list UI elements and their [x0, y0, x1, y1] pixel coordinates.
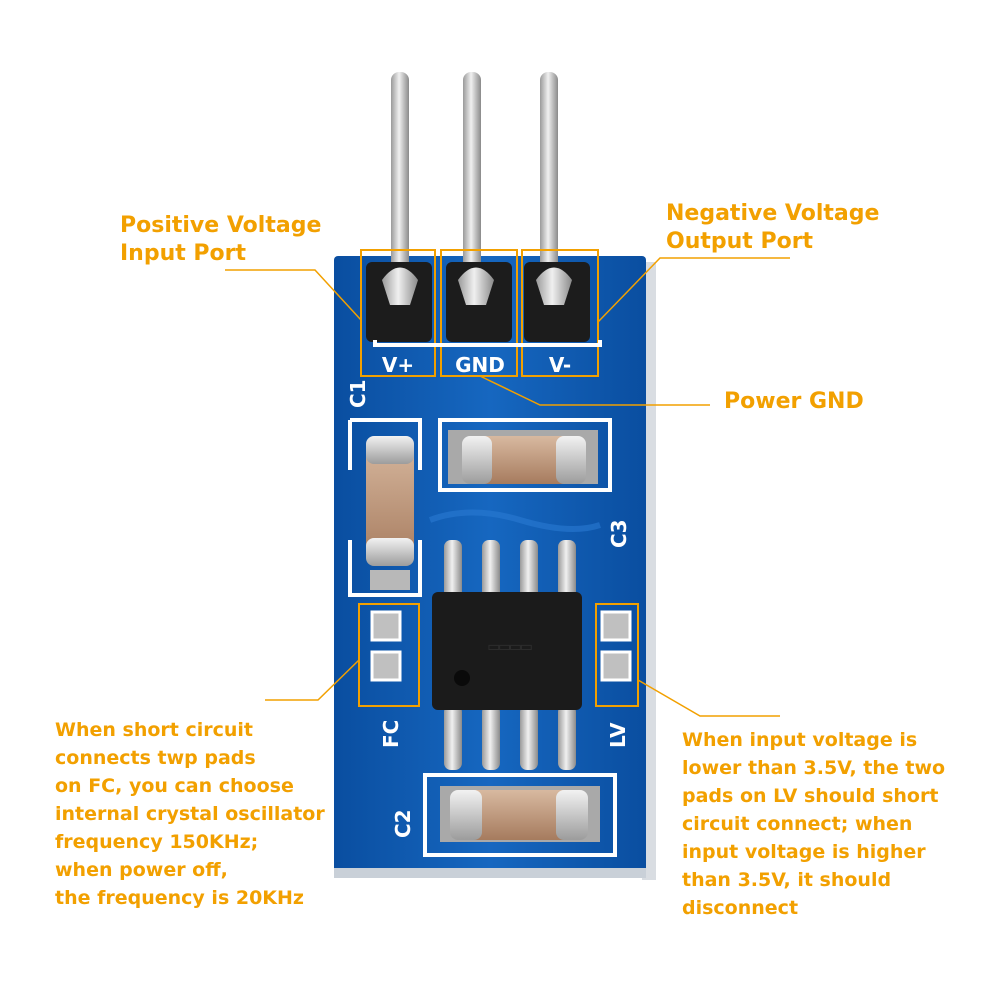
capacitor-c2 — [440, 786, 600, 842]
silk-fc: FC — [379, 720, 403, 748]
note-line: When short circuit — [55, 719, 253, 741]
silk-gnd: GND — [455, 353, 505, 377]
label-positive-voltage-input: Positive Voltage Input Port — [120, 212, 321, 268]
label-power-gnd: Power GND — [724, 389, 864, 414]
callout-lines — [225, 257, 790, 717]
port-highlight-boxes — [358, 249, 639, 707]
note-line: than 3.5V, it should — [682, 869, 892, 891]
silk-vplus: V+ — [382, 353, 414, 377]
silk-lv: LV — [606, 722, 630, 748]
note-fc-pads: When short circuit connects twp pads on … — [55, 716, 325, 912]
svg-text:▭▭▭▭: ▭▭▭▭ — [488, 636, 532, 657]
silk-vminus: V- — [549, 353, 571, 377]
capacitor-c3 — [448, 430, 598, 484]
note-line: when power off, — [55, 859, 228, 881]
note-line: frequency 150KHz; — [55, 831, 259, 853]
label-line: Output Port — [666, 229, 814, 254]
solder-pads — [370, 610, 632, 682]
label-line: Negative Voltage — [666, 201, 880, 226]
note-line: When input voltage is — [682, 729, 918, 751]
label-line: Positive Voltage — [120, 213, 322, 238]
note-line: connects twp pads — [55, 747, 256, 769]
silk-c2: C2 — [391, 809, 415, 838]
note-line: circuit connect; when — [682, 813, 913, 835]
note-line: lower than 3.5V, the two — [682, 757, 946, 779]
note-lv-pads: When input voltage is lower than 3.5V, t… — [682, 726, 945, 922]
label-line: Input Port — [120, 241, 247, 266]
label-negative-voltage-output: Negative Voltage Output Port — [666, 200, 879, 256]
note-line: the frequency is 20KHz — [55, 887, 304, 909]
silk-c1: C1 — [346, 379, 370, 408]
silk-outlines — [348, 340, 617, 857]
silk-c3: C3 — [607, 519, 631, 548]
note-line: internal crystal oscillator — [55, 803, 325, 825]
header-pins — [366, 72, 590, 342]
capacitor-c1 — [366, 436, 414, 590]
note-line: on FC, you can choose — [55, 775, 294, 797]
note-line: input voltage is higher — [682, 841, 926, 863]
note-line: disconnect — [682, 897, 799, 919]
ic-chip: ▭▭▭▭ — [432, 540, 582, 770]
note-line: pads on LV should short — [682, 785, 939, 807]
